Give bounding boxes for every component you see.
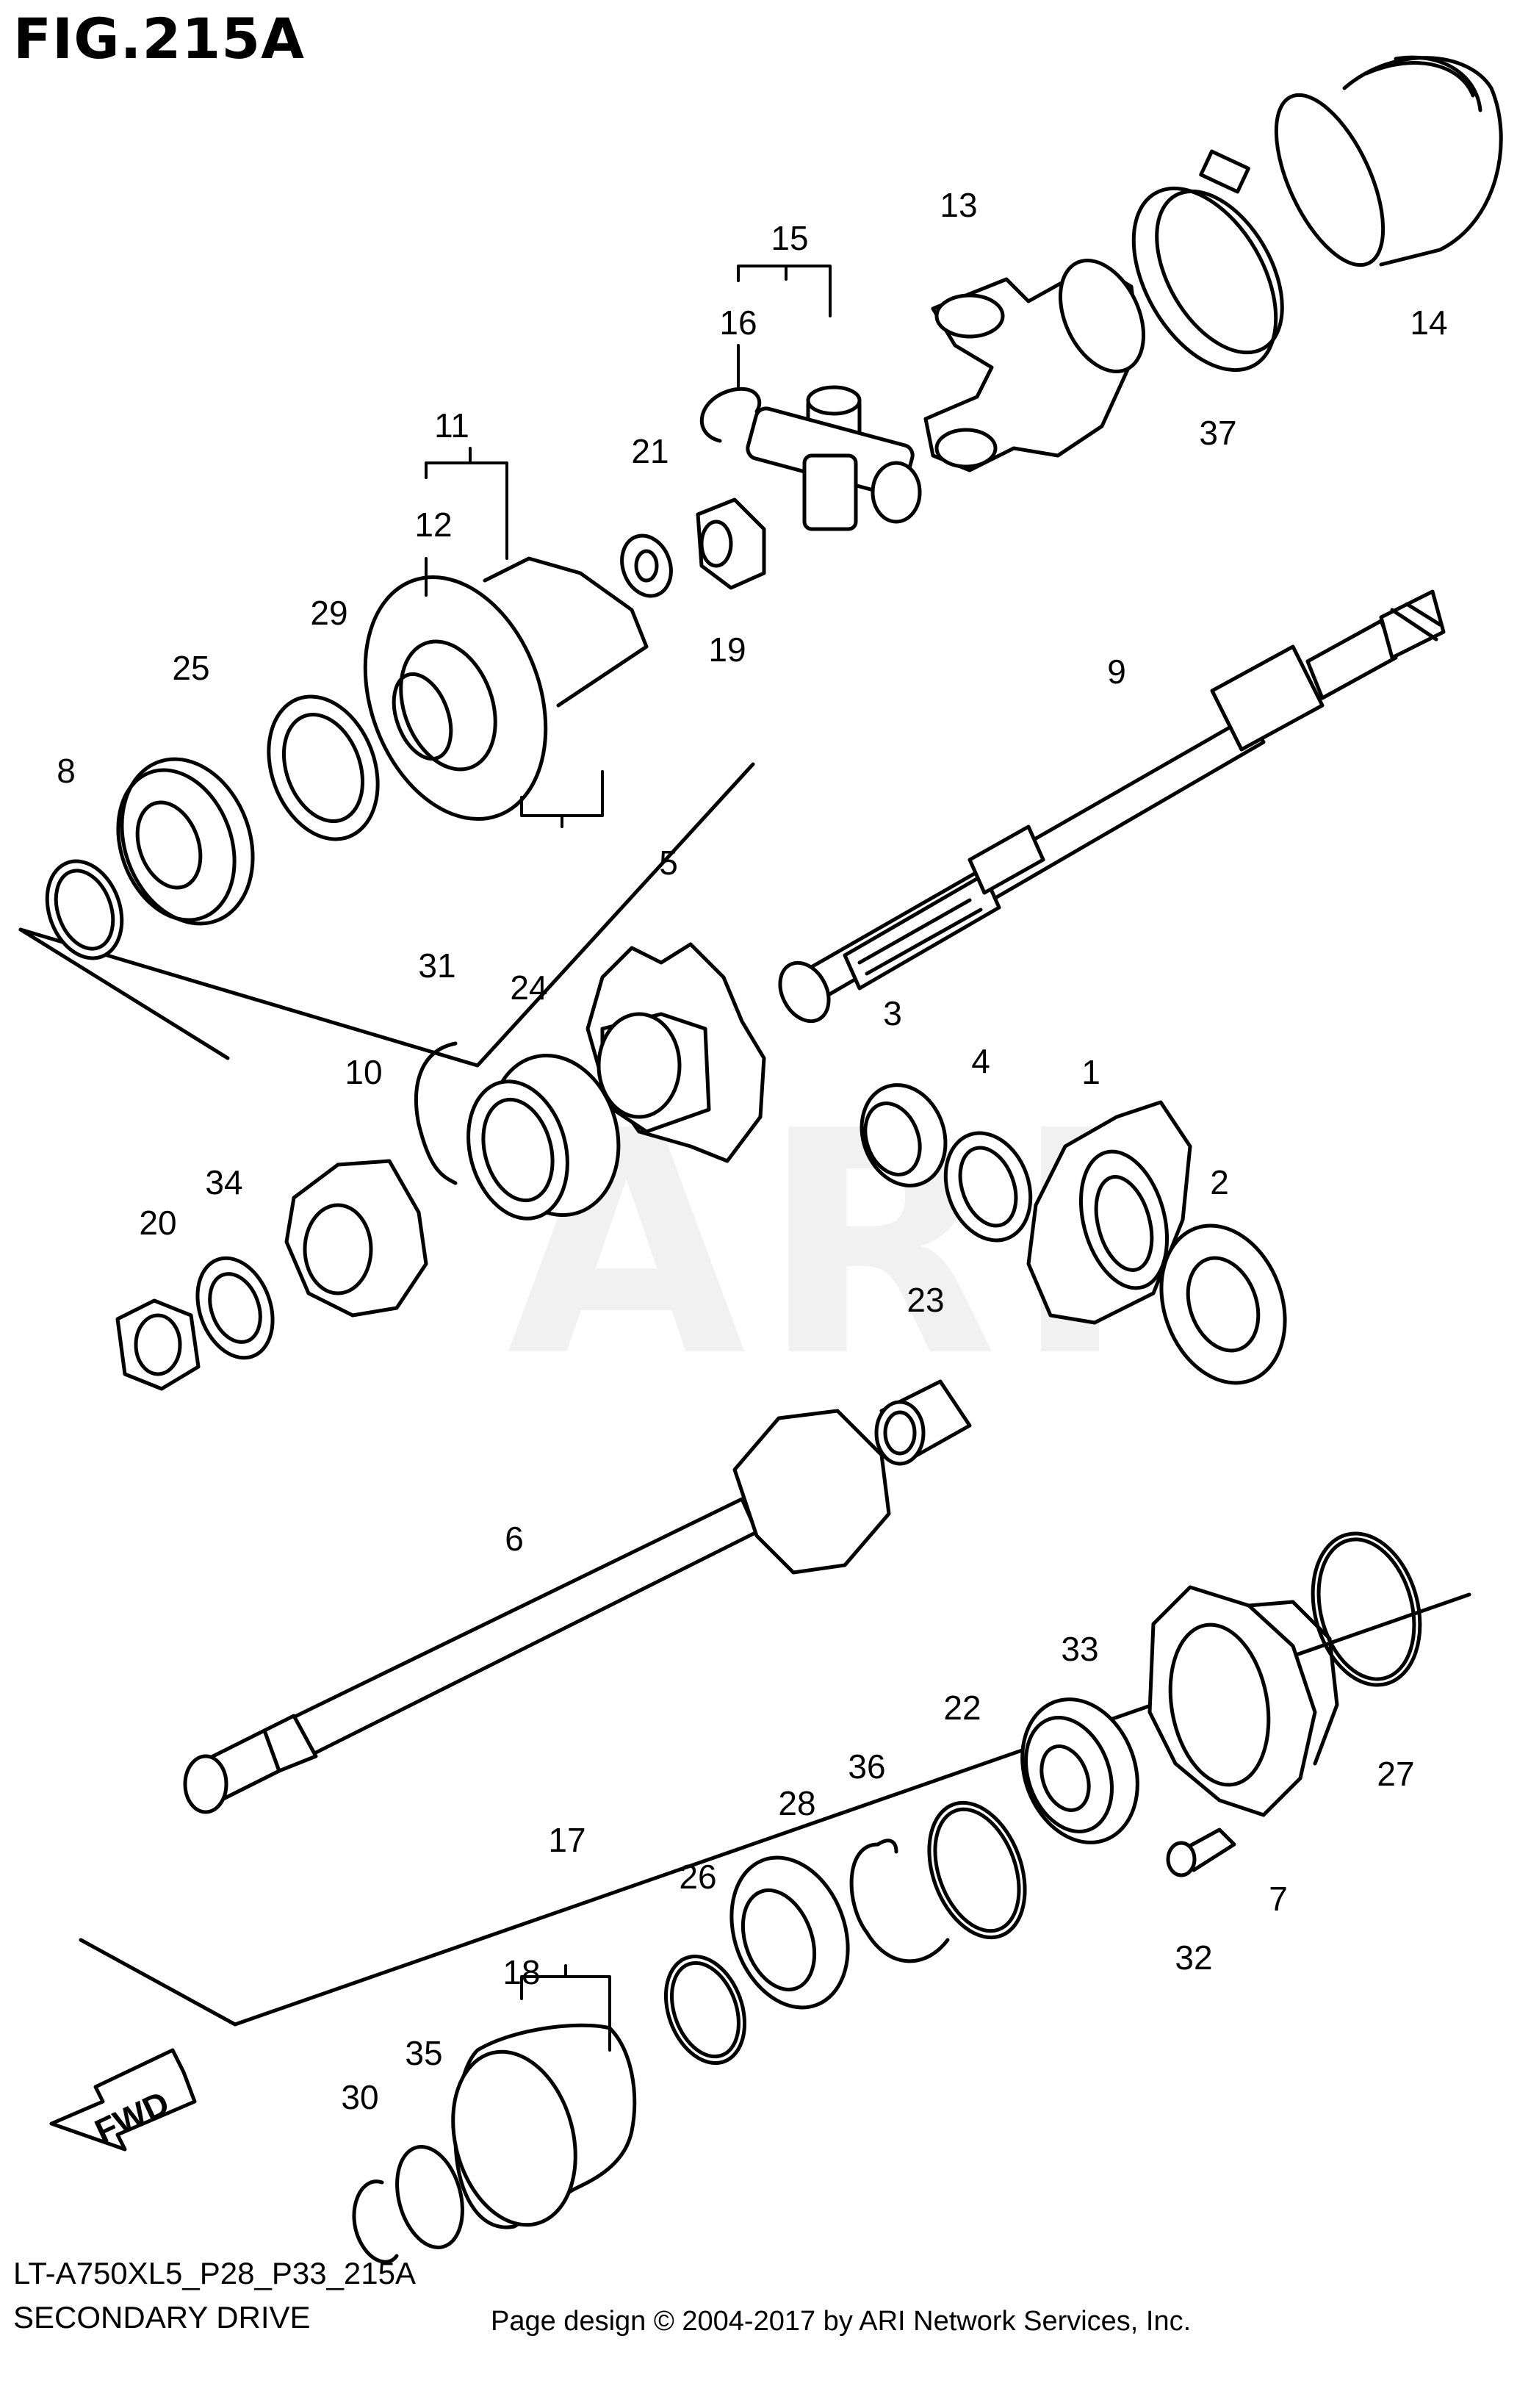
copyright-notice: Page design © 2004-2017 by ARI Network S… xyxy=(491,2306,1192,2337)
part-37-clamp xyxy=(1131,149,1284,373)
callout-22: 22 xyxy=(943,1689,981,1727)
part-32-bolt xyxy=(1166,1827,1236,1877)
part-35-circlip xyxy=(395,2145,464,2249)
callout-29: 29 xyxy=(310,594,347,632)
callout-1: 1 xyxy=(1081,1053,1100,1091)
callout-30: 30 xyxy=(341,2078,378,2116)
part-19-nut xyxy=(696,497,766,590)
part-5-bevel-gear xyxy=(585,942,766,1163)
part-24-needle-bearing xyxy=(466,1053,621,1221)
forward-arrow-icon xyxy=(49,2048,197,2152)
leader-lines xyxy=(425,265,832,2052)
callout-11: 11 xyxy=(434,406,469,445)
part-13-yoke xyxy=(923,258,1146,472)
callout-31: 31 xyxy=(418,946,455,985)
part-15-universal-joint xyxy=(746,385,922,531)
part-27-o-ring xyxy=(1311,1531,1422,1687)
figure-title: FIG.215A xyxy=(13,6,305,71)
part-29-oil-seal xyxy=(267,694,380,841)
part-12-flange-yoke xyxy=(363,556,649,822)
part-7-bearing-housing xyxy=(1147,1585,1339,1817)
callout-27: 27 xyxy=(1377,1755,1414,1793)
part-31-circlip xyxy=(414,1041,458,1185)
upper-assembly-frame xyxy=(18,762,755,1068)
part-3-bearing xyxy=(860,1083,948,1187)
callout-7: 7 xyxy=(1269,1880,1288,1918)
callout-3: 3 xyxy=(883,994,902,1032)
part-34-washer xyxy=(195,1256,275,1360)
callout-6: 6 xyxy=(505,1520,524,1558)
part-9-shaft xyxy=(778,589,1446,1024)
callout-36: 36 xyxy=(848,1747,885,1786)
callout-2: 2 xyxy=(1210,1163,1229,1201)
callout-35: 35 xyxy=(405,2034,442,2072)
callout-10: 10 xyxy=(345,1053,382,1091)
part-2-shim xyxy=(1159,1223,1287,1385)
part-1-bevel-gear xyxy=(1026,1100,1192,1325)
part-25-bearing xyxy=(116,757,255,926)
callout-25: 25 xyxy=(172,649,209,687)
callout-23: 23 xyxy=(907,1281,944,1319)
part-6-drive-shaft xyxy=(183,1409,891,1814)
part-20-nut xyxy=(115,1298,201,1391)
callout-9: 9 xyxy=(1107,653,1126,691)
part-36-snap-ring xyxy=(849,1839,950,1963)
callout-8: 8 xyxy=(57,752,76,790)
part-22-circlip xyxy=(927,1800,1027,1940)
fwd-direction-marker: FWD xyxy=(49,2048,197,2152)
part-14-boot xyxy=(1274,55,1503,267)
callout-14: 14 xyxy=(1410,303,1447,342)
callout-18: 18 xyxy=(502,1953,540,1991)
callout-17: 17 xyxy=(548,1821,585,1859)
part-16-circlip xyxy=(699,387,762,443)
callout-28: 28 xyxy=(778,1784,815,1822)
part-33-ball-bearing xyxy=(1020,1697,1139,1844)
callout-33: 33 xyxy=(1061,1630,1098,1668)
part-28-oil-seal xyxy=(729,1855,850,2010)
callout-32: 32 xyxy=(1175,1938,1212,1977)
part-10-pinion-gear xyxy=(284,1159,428,1318)
callout-12: 12 xyxy=(414,506,452,544)
callout-5: 5 xyxy=(659,844,678,882)
part-30-circlip xyxy=(352,2179,399,2264)
callout-4: 4 xyxy=(971,1042,990,1080)
callout-37: 37 xyxy=(1199,414,1236,452)
part-23-needle-bearing xyxy=(874,1379,972,1466)
callout-16: 16 xyxy=(719,303,757,342)
callout-19: 19 xyxy=(708,630,746,669)
part-26-o-ring xyxy=(663,1954,747,2066)
part-21-washer xyxy=(620,533,673,598)
model-code: LT-A750XL5_P28_P33_215A xyxy=(13,2256,417,2290)
part-4-washer xyxy=(943,1131,1033,1243)
callout-26: 26 xyxy=(679,1858,716,1896)
callout-34: 34 xyxy=(205,1163,242,1201)
section-name: SECONDARY DRIVE xyxy=(13,2300,311,2335)
callout-24: 24 xyxy=(510,968,547,1007)
part-18-boot-cover xyxy=(451,2023,637,2229)
callout-15: 15 xyxy=(771,219,808,257)
callout-labels: 1234567891011121314151617181920212223242… xyxy=(57,186,1447,2116)
callout-13: 13 xyxy=(940,186,977,224)
callout-20: 20 xyxy=(139,1204,176,1242)
callout-21: 21 xyxy=(631,432,669,470)
part-8-shim xyxy=(45,859,124,960)
